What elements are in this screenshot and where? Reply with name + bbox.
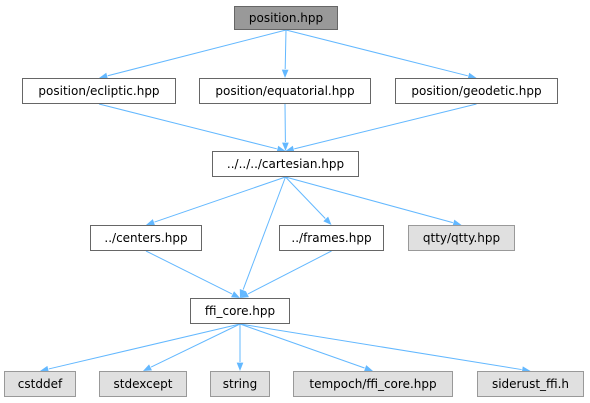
edge-cartesian-to-qtty: [285, 176, 453, 224]
edge-ecliptic-to-cartesian: [98, 103, 277, 150]
edge-position_hpp-to-geodetic: [285, 29, 468, 77]
arrowhead-cartesian-to-qtty: [452, 219, 462, 227]
arrowhead-geodetic-to-cartesian: [285, 145, 295, 153]
arrowhead-ffi_core-to-cstddef: [40, 365, 49, 373]
edge-centers-to-ffi_core: [145, 250, 233, 295]
node-tempoch-ffi-core-hpp: tempoch/ffi_core.hpp: [293, 371, 453, 397]
node-siderust-ffi-h: siderust_ffi.h: [477, 371, 584, 397]
edge-position_hpp-to-ecliptic: [107, 29, 287, 77]
node-position-geodetic-hpp[interactable]: position/geodetic.hpp: [395, 78, 558, 104]
node-position-equatorial-hpp[interactable]: position/equatorial.hpp: [199, 78, 371, 104]
node-position-ecliptic-hpp[interactable]: position/ecliptic.hpp: [22, 78, 176, 104]
node-centers-hpp[interactable]: ../centers.hpp: [90, 225, 202, 251]
edge-frames-to-ffi_core: [247, 250, 332, 295]
edge-cartesian-to-frames: [285, 176, 326, 219]
arrowhead-ffi_core-to-tempoch: [364, 365, 373, 372]
node-cstddef: cstddef: [4, 371, 76, 397]
arrowhead-ecliptic-to-cartesian: [276, 145, 286, 153]
node-qtty-hpp: qtty/qtty.hpp: [408, 225, 515, 251]
edge-cartesian-to-ffi_core: [242, 176, 286, 290]
arrowhead-cartesian-to-frames: [323, 216, 332, 225]
arrowhead-cartesian-to-ffi_core: [239, 289, 247, 298]
node-cartesian-hpp[interactable]: ../../../cartesian.hpp: [212, 151, 359, 177]
arrowhead-position_hpp-to-ecliptic: [99, 72, 108, 80]
node-string: string: [210, 371, 270, 397]
edge-ffi_core-to-tempoch: [239, 323, 365, 369]
edge-ffi_core-to-cstddef: [48, 323, 241, 370]
node-ffi-core-hpp[interactable]: ffi_core.hpp: [190, 298, 290, 324]
node-stdexcept: stdexcept: [99, 371, 187, 397]
edge-ffi_core-to-stdexcept: [150, 323, 241, 368]
edge-cartesian-to-centers: [154, 176, 286, 223]
edge-ffi_core-to-siderust: [239, 323, 522, 371]
arrowhead-position_hpp-to-geodetic: [467, 72, 477, 80]
arrowhead-position_hpp-to-equatorial: [281, 69, 289, 78]
arrowhead-centers-to-ffi_core: [231, 291, 240, 298]
node-position-hpp: position.hpp: [234, 6, 338, 30]
node-frames-hpp[interactable]: ../frames.hpp: [279, 225, 384, 251]
arrowhead-cartesian-to-centers: [146, 219, 155, 226]
edge-position_hpp-to-equatorial: [284, 29, 287, 70]
edge-geodetic-to-cartesian: [294, 103, 477, 150]
arrowhead-ffi_core-to-string: [236, 362, 244, 371]
arrowhead-ffi_core-to-stdexcept: [143, 364, 152, 371]
arrowhead-equatorial-to-cartesian: [282, 142, 289, 151]
arrowhead-frames-to-ffi_core: [240, 291, 249, 298]
